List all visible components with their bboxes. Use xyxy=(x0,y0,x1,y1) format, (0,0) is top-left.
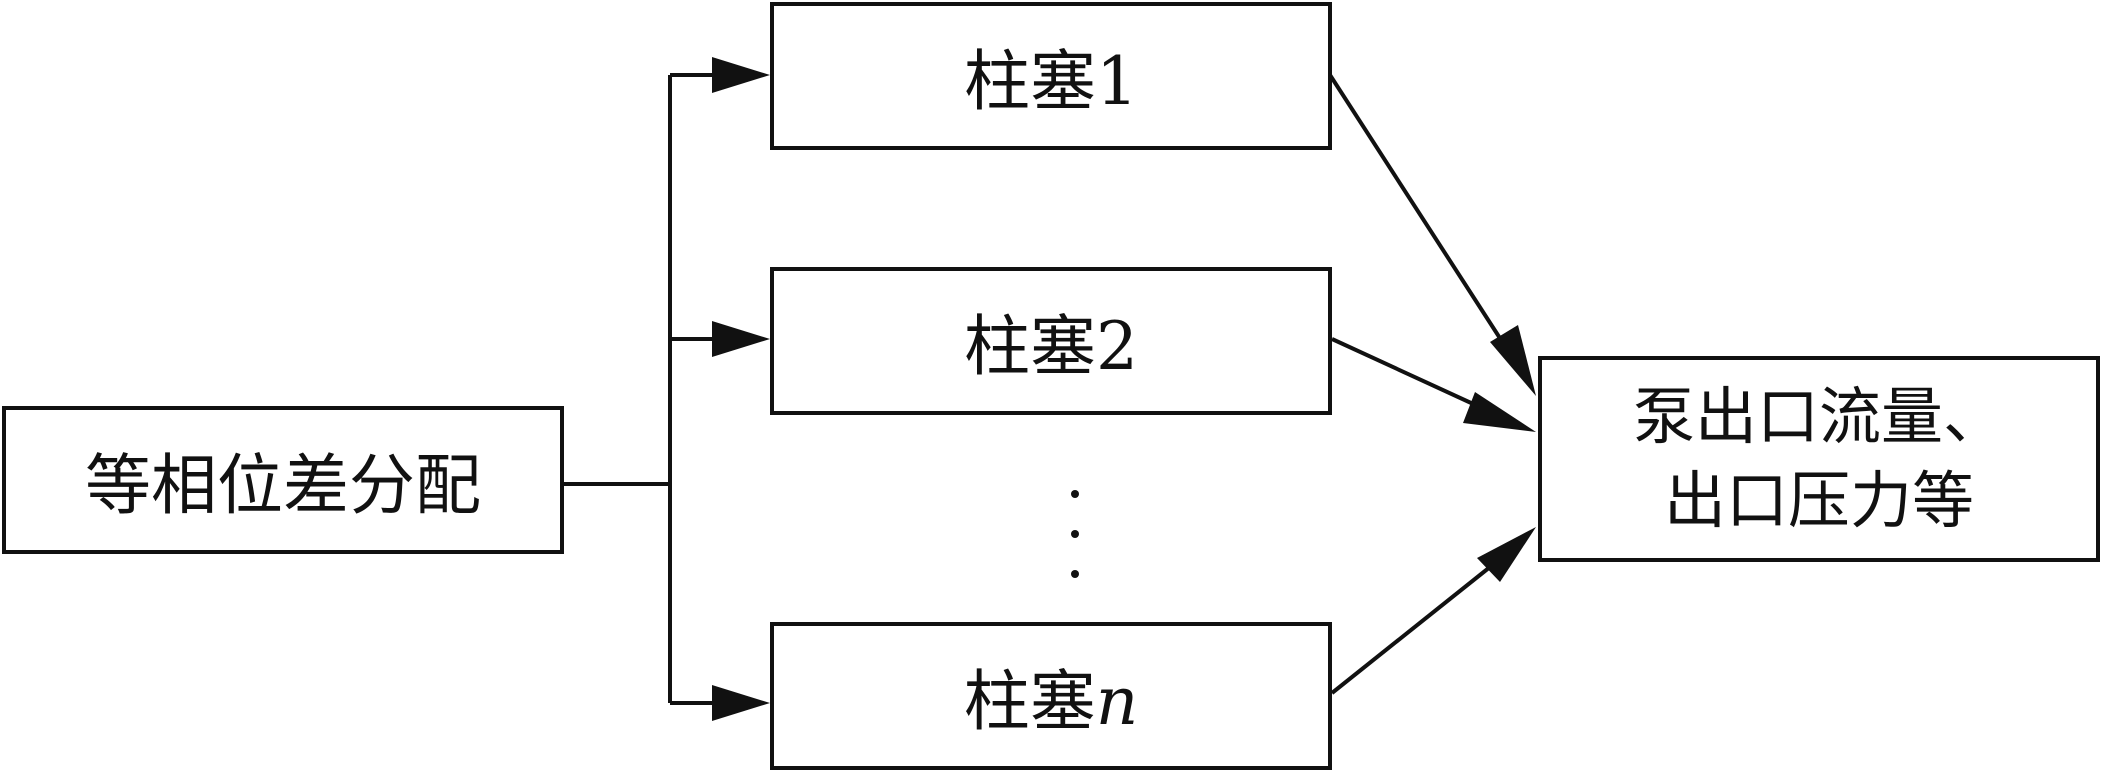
branch-arrow-2 xyxy=(670,321,770,357)
plunger-1-label: 柱塞1 xyxy=(964,43,1138,120)
output-label-line-2: 出口压力等 xyxy=(1663,464,1974,537)
output-arrow-1 xyxy=(1328,73,1536,396)
branch-arrow-n xyxy=(670,685,770,721)
branch-arrow-1 xyxy=(670,57,770,93)
output-label-line-1: 泵出口流量、 xyxy=(1632,380,2005,454)
output-arrow-n xyxy=(1330,527,1536,695)
plunger-2-label: 柱塞2 xyxy=(964,308,1138,385)
ellipsis-vertical xyxy=(1068,484,1082,584)
plunger-n-label: 柱塞n xyxy=(963,663,1139,740)
output-arrow-2 xyxy=(1331,337,1536,432)
plunger-1-box: 柱塞1 xyxy=(770,2,1332,150)
pump-output-box: 泵出口流量、 出口压力等 xyxy=(1538,356,2100,562)
plunger-2-box: 柱塞2 xyxy=(770,267,1332,415)
phase-distribution-box: 等相位差分配 xyxy=(2,406,564,554)
plunger-n-box: 柱塞n xyxy=(770,622,1332,770)
phase-distribution-label: 等相位差分配 xyxy=(85,447,481,524)
